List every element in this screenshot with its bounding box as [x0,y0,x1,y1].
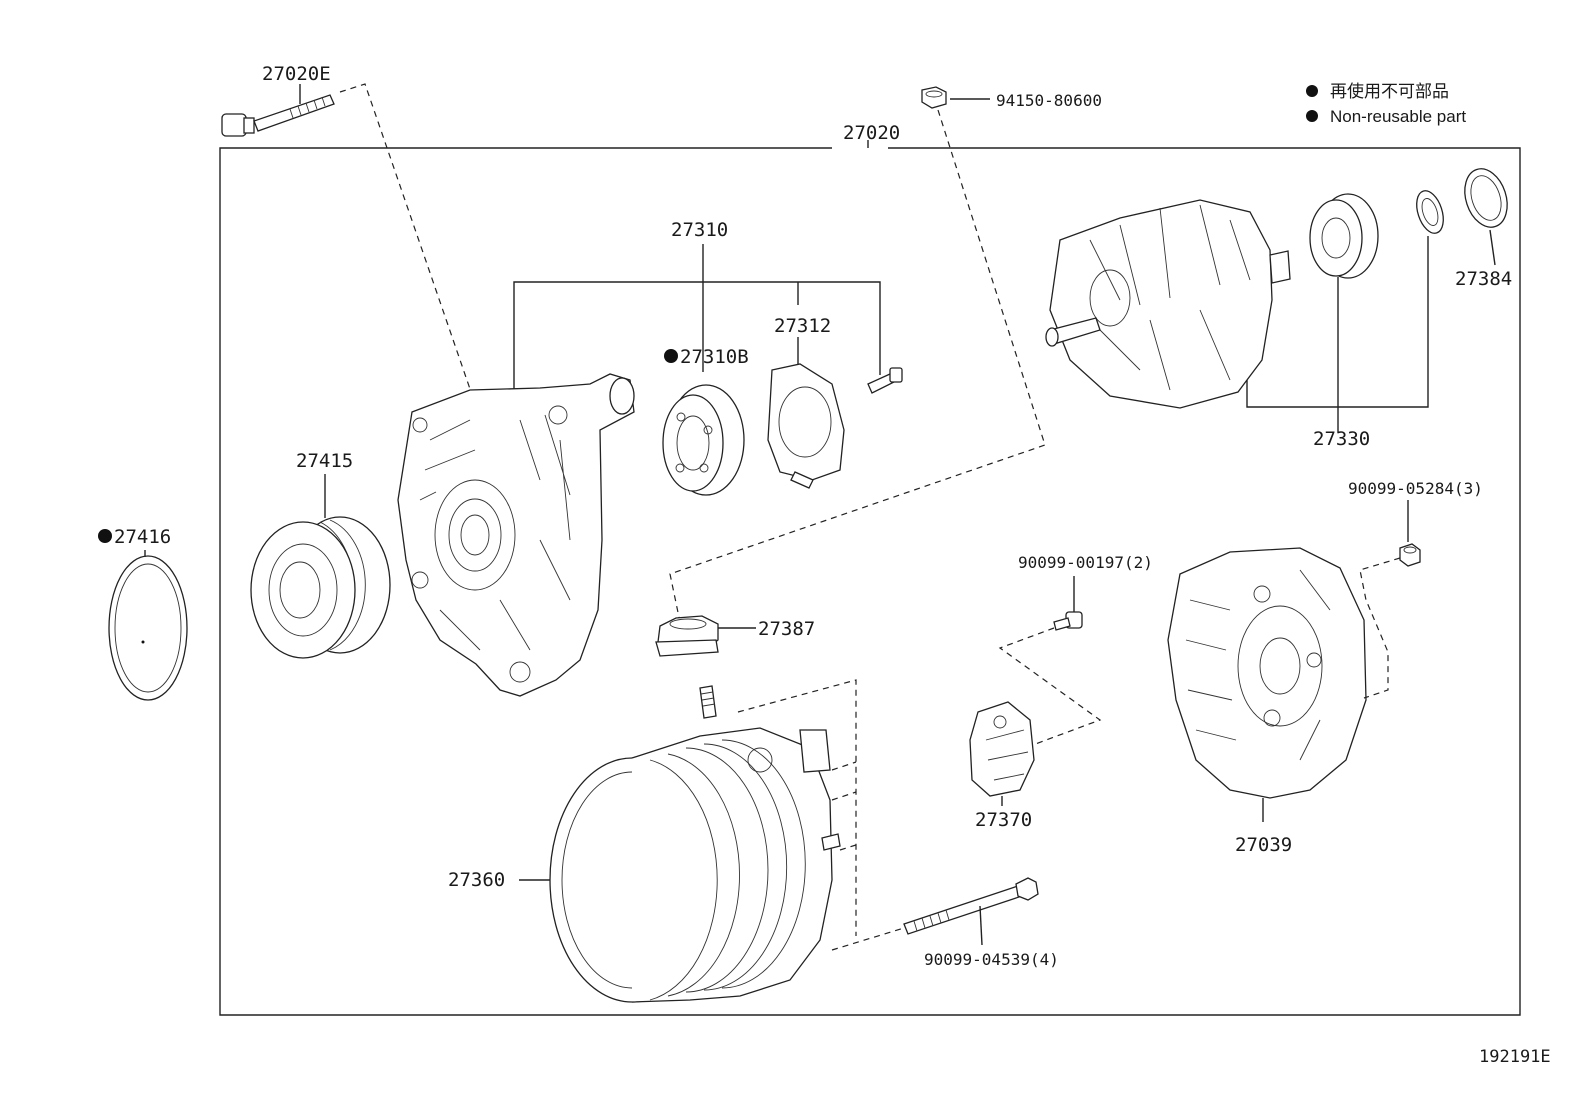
rotor [1045,199,1291,409]
label-27020: 27020 [843,122,900,144]
cap-27387 [655,615,719,657]
cap-27416 [108,555,188,701]
figure-id: 192191E [1479,1047,1551,1067]
bolt-27020e [221,94,335,137]
label-27384: 27384 [1455,268,1512,290]
label-27330: 27330 [1313,428,1370,450]
drive-end-frame [397,373,635,697]
label-90099-05284: 90099-05284(3) [1348,479,1483,498]
screw-90099-00197 [1053,611,1083,631]
label-27310: 27310 [671,219,728,241]
end-cover-27039 [1167,547,1367,799]
bearing-27330 [1309,193,1379,279]
bullet-icon [1306,110,1318,122]
screw-27312 [867,367,903,394]
nut-90099-05284 [1399,543,1421,567]
label-27020e: 27020E [262,63,331,85]
nut-94150 [921,86,947,109]
terminal-pin [699,685,717,719]
seal-27384 [1416,168,1508,234]
label-27416: 27416 [114,526,171,548]
regulator-27370 [969,701,1035,797]
label-27310b: 27310B [680,346,749,368]
label-90099-04539: 90099-04539(4) [924,950,1059,969]
label-94150-80600: 94150-80600 [996,91,1102,110]
label-27415: 27415 [296,450,353,472]
label-27370: 27370 [975,809,1032,831]
stator-housing-27360 [549,727,841,1003]
non-reusable-marker [98,529,112,543]
pulley-27415 [250,516,391,659]
label-27039: 27039 [1235,834,1292,856]
label-27312: 27312 [774,315,831,337]
legend: 再使用不可部品 Non-reusable part [1306,81,1466,126]
label-27360: 27360 [448,869,505,891]
plate-27312 [767,363,845,489]
label-90099-00197: 90099-00197(2) [1018,553,1153,572]
non-reusable-marker [664,349,678,363]
bearing-27310b [662,384,745,496]
bolt-90099-04539 [903,877,1039,935]
assembly-frame [219,147,1521,1016]
legend-en: Non-reusable part [1330,107,1466,126]
bullet-icon [1306,85,1318,97]
legend-jp: 再使用不可部品 [1330,81,1449,101]
label-27387: 27387 [758,618,815,640]
